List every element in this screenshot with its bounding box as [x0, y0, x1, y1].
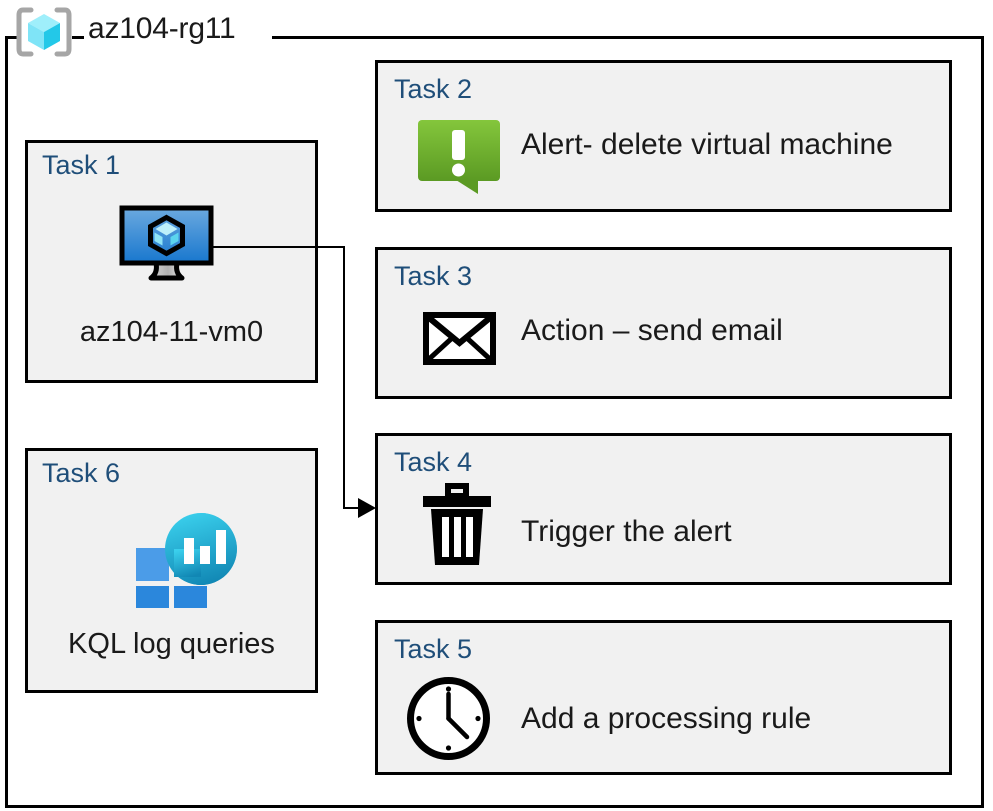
resource-group-border-top	[272, 36, 984, 39]
task-2-label: Task 2	[394, 74, 473, 104]
task-3-label: Task 3	[394, 261, 473, 291]
task-1-label: Task 1	[42, 150, 121, 180]
task-4-label: Task 4	[394, 447, 473, 477]
task-4-text: Trigger the alert	[521, 515, 732, 548]
connector-arrowhead-icon	[358, 498, 376, 518]
connector-segment-vertical	[343, 246, 345, 509]
clock-icon	[405, 675, 492, 762]
resource-group-border-top-stub-mid	[72, 36, 84, 39]
task-5-label: Task 5	[394, 634, 473, 664]
alert-exclamation-bubble-icon	[416, 118, 502, 196]
envelope-icon	[423, 312, 496, 365]
virtual-machine-monitor-icon	[118, 205, 215, 285]
resource-group-border-bottom	[5, 805, 984, 808]
task-6-box[interactable]	[25, 448, 318, 693]
task-6-label: Task 6	[42, 458, 121, 488]
log-analytics-icon	[128, 508, 238, 619]
task-6-caption: KQL log queries	[68, 628, 275, 660]
connector-segment-horizontal-bottom	[343, 507, 365, 509]
task-1-caption: az104-11-vm0	[79, 316, 264, 348]
resource-group-border-left	[5, 36, 8, 808]
connector-segment-horizontal-top	[210, 246, 345, 248]
trash-can-icon	[422, 483, 492, 567]
resource-group-title: az104-rg11	[88, 12, 236, 45]
task-5-text: Add a processing rule	[521, 702, 812, 735]
resource-group-border-top-stub-left	[5, 36, 19, 39]
resource-group-border-right	[981, 36, 984, 808]
resource-group-cube-icon	[14, 6, 74, 58]
task-2-text: Alert- delete virtual machine	[521, 128, 893, 161]
task-3-text: Action – send email	[521, 314, 783, 347]
